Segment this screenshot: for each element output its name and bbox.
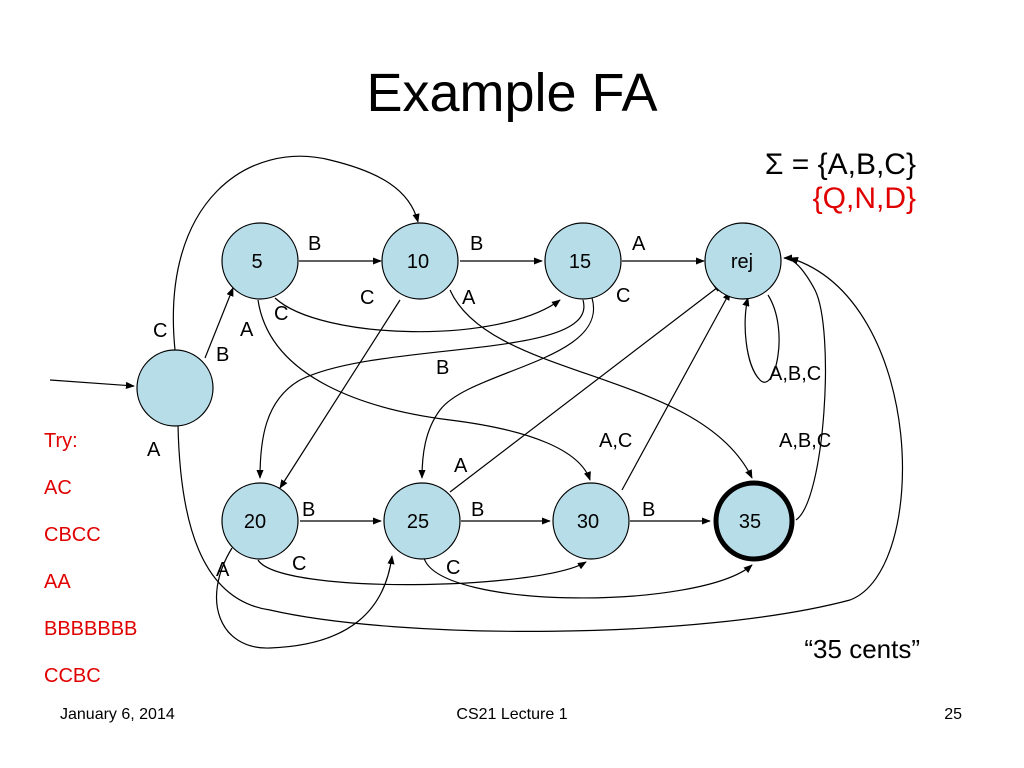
edge-label: B — [471, 499, 484, 521]
edge-rej-loop — [742, 294, 780, 383]
slide-title: Example FA — [366, 63, 658, 123]
edge-label: C — [616, 285, 630, 307]
state-35-accepting: 35 — [713, 480, 795, 562]
try-heading: Try: — [44, 430, 78, 452]
state-label: 10 — [407, 251, 429, 273]
edge-label: C — [360, 287, 374, 309]
state-label: rej — [731, 251, 753, 273]
try-item: CBCC — [44, 524, 101, 546]
state-label: 35 — [739, 511, 761, 533]
state-label: 20 — [244, 511, 266, 533]
edge-label: A,C — [599, 430, 632, 452]
state-start — [136, 349, 214, 427]
edge-label: A — [216, 559, 230, 581]
edge-label: B — [470, 233, 483, 255]
edge-label: A — [462, 287, 476, 309]
edge-label: C — [153, 320, 167, 342]
try-item: BBBBBBB — [44, 618, 138, 640]
state-label: 5 — [251, 251, 262, 273]
edge-label: A — [147, 439, 161, 461]
edge-30-rej — [621, 291, 731, 491]
edge-25-rej — [449, 283, 723, 493]
footer-page-number: 25 — [944, 706, 962, 723]
edge-35-rej — [783, 254, 827, 521]
edge-5-30 — [257, 299, 591, 481]
edge-start-10 — [172, 155, 420, 351]
try-item: CCBC — [44, 665, 101, 687]
edge-15-25 — [418, 297, 595, 479]
edge-label: B — [436, 357, 449, 379]
footer-date: January 6, 2014 — [60, 706, 175, 723]
edge-label: A — [454, 455, 468, 477]
edge-20-25-loop — [215, 547, 395, 649]
caption-35-cents: “35 cents” — [804, 634, 920, 664]
states: 5 10 15 rej 20 25 — [136, 222, 795, 562]
edge-15-20 — [256, 299, 585, 479]
state-5: 5 — [221, 222, 299, 300]
alphabet-label: Σ = {A,B,C} — [764, 148, 916, 181]
edge-label: B — [216, 344, 229, 366]
footer-course: CS21 Lecture 1 — [456, 706, 568, 723]
edge-start-5 — [204, 287, 234, 359]
state-15: 15 — [544, 222, 622, 300]
edge-label: B — [642, 499, 655, 521]
edge-label: A — [240, 319, 254, 341]
state-label: 25 — [407, 511, 429, 533]
alphabet-coins: {Q,N,D} — [812, 182, 916, 215]
edge-label: A — [632, 233, 646, 255]
edge-label: B — [308, 233, 321, 255]
edge-initial — [49, 379, 135, 390]
edge-25-35 — [423, 557, 753, 599]
edge-label: A,B,C — [779, 430, 831, 452]
edge-label: A,B,C — [769, 363, 821, 385]
try-item: AC — [44, 477, 72, 499]
edges — [49, 155, 904, 649]
edge-start-35 — [177, 256, 904, 632]
try-list: Try: AC CBCC AA BBBBBBB CCBC — [44, 426, 137, 708]
state-label: 30 — [577, 511, 599, 533]
edge-label: C — [446, 557, 460, 579]
state-10: 10 — [381, 222, 459, 300]
try-item: AA — [44, 571, 71, 593]
edge-labels: C B A A B B A C C A C B A A,C A,B,C A,B,… — [147, 233, 831, 581]
state-25: 25 — [383, 482, 461, 560]
state-30: 30 — [552, 482, 630, 560]
edge-10-20 — [279, 299, 401, 489]
state-rej: rej — [704, 222, 782, 300]
edge-5-15 — [274, 297, 561, 333]
edge-label: B — [302, 499, 315, 521]
edge-label: C — [292, 553, 306, 575]
state-20: 20 — [221, 482, 299, 560]
state-label: 15 — [569, 251, 591, 273]
edge-label: C — [274, 303, 288, 325]
edge-10-35 — [449, 289, 753, 479]
edge-20-30 — [257, 559, 587, 586]
